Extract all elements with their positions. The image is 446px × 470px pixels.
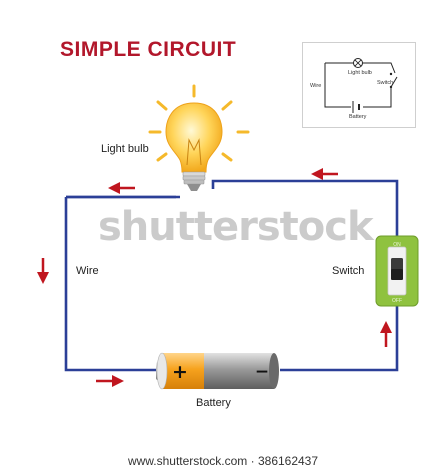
page-title: SIMPLE CIRCUIT xyxy=(60,38,237,61)
current-arrows xyxy=(37,168,392,387)
battery-icon: + − xyxy=(156,352,279,390)
schematic-inset: Light bulb Wire Switch Battery xyxy=(302,42,416,128)
circuit-wire xyxy=(64,179,399,372)
light-bulb-label: Light bulb xyxy=(101,143,149,155)
light-bulb-icon xyxy=(165,102,223,191)
inset-wire-label: Wire xyxy=(310,83,322,89)
schematic-switch-icon xyxy=(390,76,398,88)
inset-battery-label: Battery xyxy=(349,114,367,120)
arrow-right-icon xyxy=(96,375,124,387)
switch-icon: ON OFF xyxy=(375,235,419,307)
battery-positive-sign: + xyxy=(172,361,188,383)
arrow-up-icon xyxy=(380,321,392,347)
wire-label: Wire xyxy=(76,265,99,277)
switch-label: Switch xyxy=(332,265,365,277)
battery-label: Battery xyxy=(196,397,231,409)
arrow-down-icon xyxy=(37,258,49,284)
footer-credit: www.shutterstock.com · 386162437 xyxy=(127,454,319,468)
light-rays-icon xyxy=(148,84,250,162)
inset-switch-label: Switch xyxy=(377,80,394,86)
inset-light-bulb-label: Light bulb xyxy=(348,70,372,76)
arrow-left-icon xyxy=(108,182,135,194)
watermark-text: shutterstock xyxy=(98,204,374,250)
arrow-left-icon xyxy=(311,168,338,180)
battery-negative-sign: − xyxy=(255,362,269,382)
switch-off-label: OFF xyxy=(392,298,402,304)
schematic-battery-icon xyxy=(352,101,360,113)
schematic-diagram xyxy=(324,58,398,113)
switch-on-label: ON xyxy=(393,242,401,248)
